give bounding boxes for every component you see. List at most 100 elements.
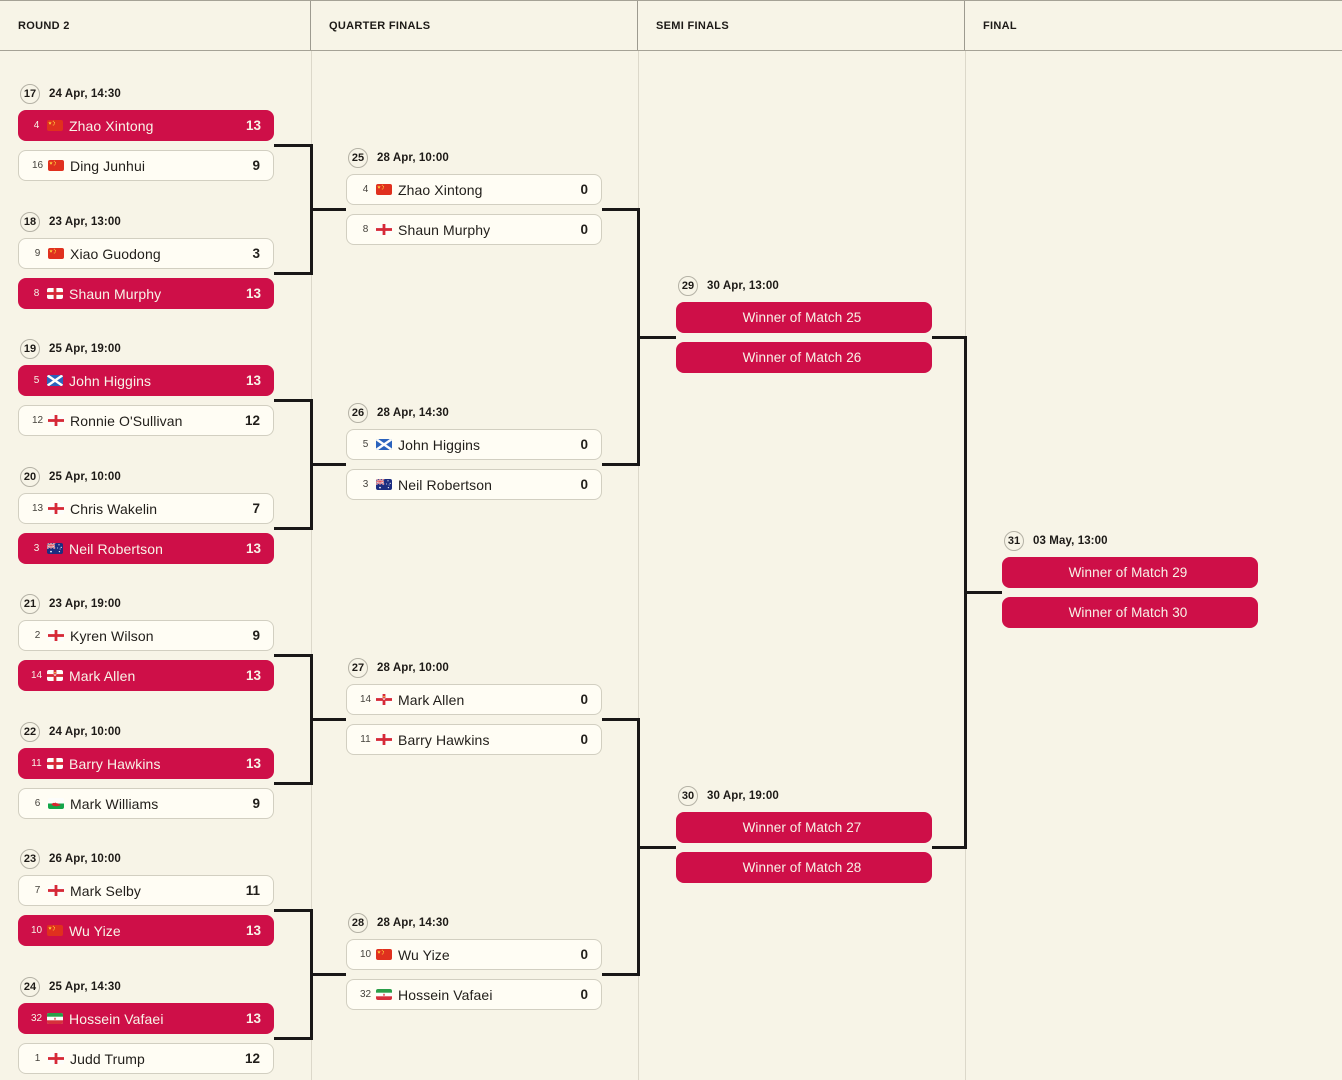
match-number-badge: 18 — [20, 212, 40, 232]
player-score: 13 — [245, 286, 261, 301]
winner-placeholder-row[interactable]: Winner of Match 28 — [676, 851, 932, 883]
china-flag-icon — [48, 160, 64, 171]
bracket-connector-line — [602, 463, 640, 466]
match-datetime: 25 Apr, 14:30 — [49, 981, 121, 993]
england-flag-icon — [48, 630, 64, 641]
seed-number: 6 — [34, 798, 41, 809]
iran-flag-icon — [47, 1013, 63, 1024]
match-datetime: 24 Apr, 14:30 — [49, 88, 121, 100]
winner-placeholder-label: Winner of Match 28 — [742, 859, 862, 875]
player-score: 0 — [580, 987, 588, 1002]
column-header-final: FINAL — [965, 1, 1342, 50]
winner-placeholder-label: Winner of Match 30 — [1068, 604, 1188, 620]
match-datetime: 25 Apr, 19:00 — [49, 343, 121, 355]
winner-placeholder-row[interactable]: Winner of Match 25 — [676, 301, 932, 333]
bracket-connector-line — [274, 909, 313, 912]
match-number-badge: 17 — [20, 84, 40, 104]
player-name: Chris Wakelin — [70, 500, 158, 517]
player-name: John Higgins — [69, 372, 152, 389]
australia-flag-icon — [376, 479, 392, 490]
winner-placeholder-label: Winner of Match 27 — [742, 819, 862, 835]
column-divider-line — [638, 51, 639, 1080]
scotland-flag-icon — [376, 439, 392, 450]
match-number-badge: 24 — [20, 977, 40, 997]
match-datetime: 25 Apr, 10:00 — [49, 471, 121, 483]
winner-placeholder-label: Winner of Match 26 — [742, 349, 862, 365]
china-flag-icon — [376, 949, 392, 960]
northern-ireland-flag-icon — [47, 670, 63, 681]
seed-number: 32 — [359, 989, 372, 1000]
seed-number: 11 — [31, 758, 42, 769]
match-datetime: 28 Apr, 14:30 — [377, 917, 449, 929]
seed-number: 14 — [30, 670, 43, 681]
column-header-label: ROUND 2 — [18, 19, 70, 32]
match-number-badge: 19 — [20, 339, 40, 359]
seed-number: 7 — [34, 885, 41, 896]
player-name: Zhao Xintong — [69, 117, 154, 134]
seed-number: 10 — [359, 949, 372, 960]
seed-number: 10 — [30, 925, 43, 936]
player-score: 0 — [580, 182, 588, 197]
player-name: Wu Yize — [69, 922, 121, 939]
player-name: Barry Hawkins — [69, 755, 161, 772]
winner-placeholder-row[interactable]: Winner of Match 29 — [1002, 556, 1258, 588]
column-header-quarter-finals: QUARTER FINALS — [311, 1, 638, 50]
player-name: Shaun Murphy — [398, 221, 491, 238]
player-score: 13 — [245, 118, 261, 133]
player-name: Neil Robertson — [69, 540, 163, 557]
match-number-badge: 27 — [348, 658, 368, 678]
winner-placeholder-row[interactable]: Winner of Match 27 — [676, 811, 932, 843]
match-number-badge: 29 — [678, 275, 698, 296]
player-name: Ding Junhui — [70, 157, 146, 174]
player-name: Mark Selby — [70, 882, 142, 899]
england-flag-icon — [47, 758, 63, 769]
match-header: 17 24 Apr, 14:30 — [18, 84, 121, 104]
seed-number: 9 — [34, 248, 41, 259]
china-flag-icon — [47, 120, 63, 131]
winner-placeholder-row[interactable]: Winner of Match 26 — [676, 341, 932, 373]
match-datetime: 30 Apr, 19:00 — [707, 789, 779, 802]
england-flag-icon — [48, 1053, 64, 1064]
winner-placeholder-row[interactable]: Winner of Match 30 — [1002, 596, 1258, 628]
player-row[interactable]: 32 Hossein Vafaei 0 — [346, 979, 602, 1010]
player-score: 12 — [244, 1051, 260, 1066]
column-header-semi-finals: SEMI FINALS — [638, 1, 965, 50]
match-datetime: 28 Apr, 10:00 — [377, 152, 449, 164]
scotland-flag-icon — [47, 375, 63, 386]
bracket-connector-line — [274, 144, 313, 147]
player-score: 0 — [580, 222, 588, 237]
match-number-badge: 28 — [348, 913, 368, 933]
player-name: Hossein Vafaei — [398, 986, 493, 1003]
